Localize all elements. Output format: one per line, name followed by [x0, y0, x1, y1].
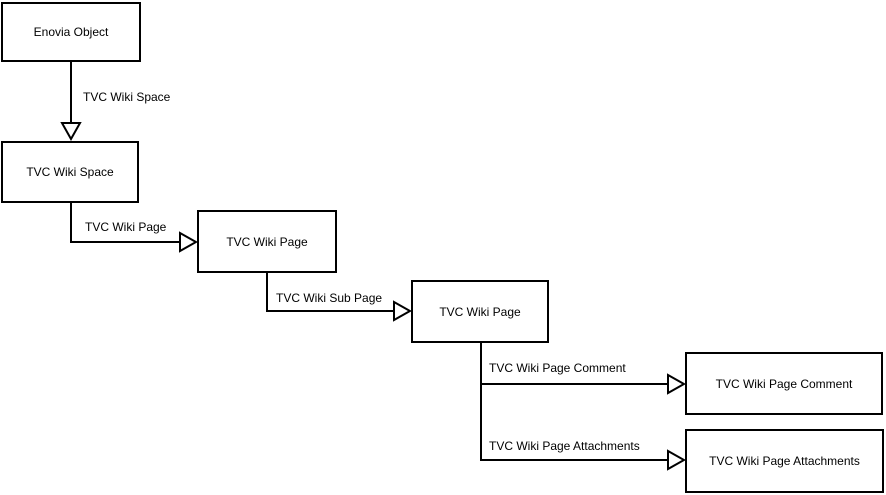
- node-tvc-wiki-page-1: TVC Wiki Page: [197, 210, 337, 273]
- node-tvc-wiki-page-attachments: TVC Wiki Page Attachments: [685, 429, 884, 493]
- node-tvc-wiki-space: TVC Wiki Space: [1, 141, 139, 203]
- edge-label-space: TVC Wiki Space: [83, 90, 171, 104]
- edge-label-attachments: TVC Wiki Page Attachments: [489, 439, 640, 453]
- arrowhead-right-icon: [667, 373, 686, 395]
- connector-line-comment: [480, 383, 668, 385]
- node-tvc-wiki-page-comment: TVC Wiki Page Comment: [685, 352, 883, 415]
- connector-line-page-h: [70, 241, 180, 243]
- connector-line-subpage-h: [266, 310, 394, 312]
- node-tvc-wiki-page-2: TVC Wiki Page: [411, 280, 549, 343]
- arrowhead-right-icon: [179, 231, 198, 253]
- edge-label-sub-page: TVC Wiki Sub Page: [276, 291, 383, 305]
- connector-line-subpage-v: [266, 273, 268, 312]
- edge-label-page: TVC Wiki Page: [85, 220, 167, 234]
- connector-line-space: [70, 62, 72, 123]
- arrowhead-right-icon: [393, 300, 412, 322]
- connector-line-trunk: [480, 343, 482, 461]
- node-enovia-object: Enovia Object: [1, 2, 141, 62]
- connector-line-attachments: [480, 459, 668, 461]
- arrowhead-down-icon: [60, 122, 82, 141]
- edge-label-comment: TVC Wiki Page Comment: [489, 361, 626, 375]
- connector-line-page-v: [70, 203, 72, 243]
- arrowhead-right-icon: [667, 449, 686, 471]
